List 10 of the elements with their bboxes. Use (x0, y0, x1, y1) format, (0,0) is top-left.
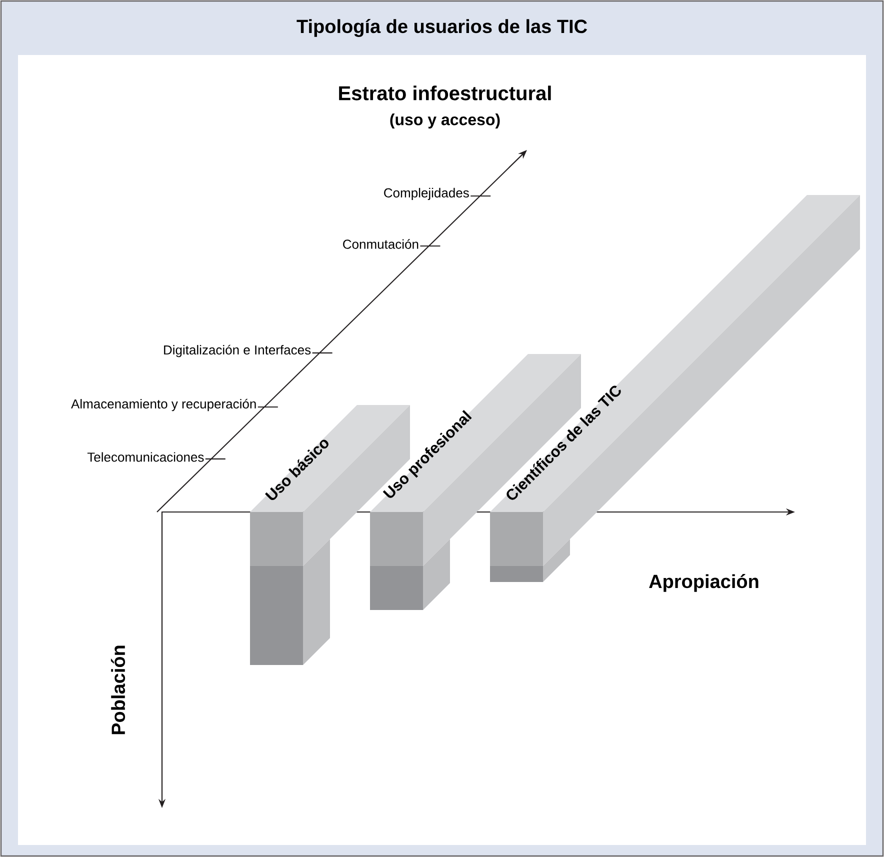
tick-label: Digitalización e Interfaces (164, 344, 311, 358)
axis-title: Apropiación (649, 574, 758, 592)
tick-label: Complejidades (384, 188, 469, 200)
axis-title: Estrato infoestructural (339, 86, 551, 100)
tick-label: Almacenamiento y recuperación (71, 398, 256, 412)
tick-label: Conmutación (343, 239, 418, 249)
title: Tipología de usuarios de las TIC (296, 19, 587, 37)
tick-label: Telecomunicaciones (87, 452, 204, 462)
axis-subtitle: (uso y acceso) (390, 114, 500, 128)
axis-title: Población (110, 646, 126, 734)
